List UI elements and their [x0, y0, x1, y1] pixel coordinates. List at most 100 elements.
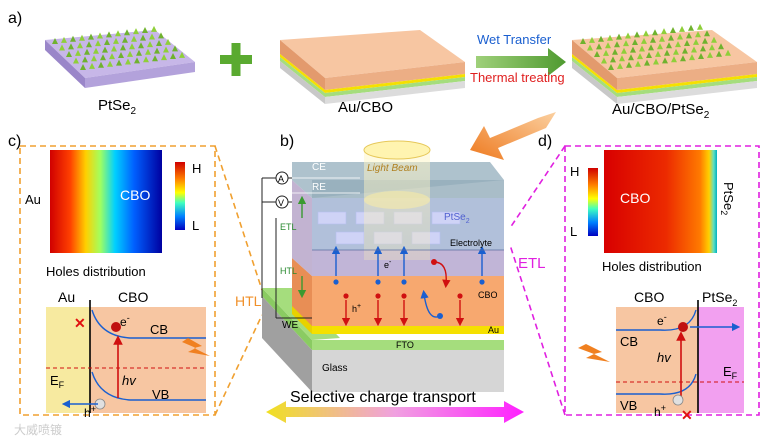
panel-label-a: a)	[8, 10, 22, 27]
ptse2-flake	[657, 43, 663, 50]
ptse2-flake	[644, 59, 650, 66]
ptse2-flake	[104, 39, 110, 45]
ptse2-flake	[610, 56, 616, 63]
ptse2-flake	[100, 54, 106, 61]
ptse2-crystals	[52, 25, 185, 70]
etl-inner-label: ETL	[280, 222, 297, 232]
band-d-hv: hv	[657, 350, 672, 365]
ptse2-flake	[711, 36, 717, 43]
ptse2-flake	[616, 33, 622, 40]
ptse2-flake	[707, 51, 713, 58]
ptse2-flake	[617, 62, 623, 69]
ptse2-flake	[643, 30, 649, 37]
holes-title-d: Holes distribution	[602, 259, 702, 274]
thermal-treating-label: Thermal treating	[470, 70, 565, 85]
ptse2-flake	[679, 25, 685, 32]
holes-title-c: Holes distribution	[46, 264, 146, 279]
ptse2-flake	[73, 57, 79, 64]
panel-c-connector-bottom	[214, 314, 263, 416]
electron-label: e-	[384, 259, 392, 270]
ptse2-flake	[136, 49, 142, 56]
ptse2-flake	[86, 41, 92, 48]
panel-c-frame	[19, 145, 216, 416]
band-c-cbo: CBO	[118, 289, 148, 305]
plus-icon	[220, 43, 252, 76]
ptse2-flake	[116, 59, 122, 66]
ptse2-flake	[646, 52, 652, 58]
colorbar-c	[175, 162, 185, 230]
big-orange-arrow	[470, 112, 556, 160]
band-d-hole: h+	[654, 403, 666, 419]
ptse2-flake	[653, 58, 659, 65]
band-c-hv: hv	[122, 373, 137, 388]
ptse2-flake	[686, 32, 692, 39]
ptse2-flake	[179, 51, 185, 58]
ptse2-flake	[605, 42, 611, 49]
ptse2-flake	[140, 34, 146, 41]
ptse2-flake	[648, 44, 654, 51]
ptse2-flake	[170, 53, 176, 59]
ptse2-flake	[607, 34, 613, 41]
map-c-cbo-label: CBO	[120, 187, 150, 203]
ptse2-flake	[163, 46, 169, 53]
ptse2-crystals-on-cbo	[580, 23, 731, 70]
map-d-ptse-label: PtSe2	[719, 182, 736, 215]
panel-label-d: d)	[538, 133, 552, 150]
ptse2-flake	[639, 45, 645, 52]
ptse2-flake	[603, 49, 609, 56]
colorbar-c-h: H	[192, 161, 201, 176]
ptse2-flake	[91, 55, 97, 62]
ptse2-flake	[84, 48, 90, 55]
ptse2-flake	[695, 31, 701, 38]
ptse2-flake	[671, 56, 677, 63]
ptse2-flake	[59, 44, 65, 51]
sample-ptse2	[45, 25, 195, 88]
ptse2-flake	[77, 42, 83, 49]
colorbar-d	[588, 168, 598, 236]
ptse2-flake	[659, 35, 665, 42]
ptse2-flake	[138, 42, 144, 49]
ptse2-flake	[693, 38, 699, 45]
ptse2-flake	[677, 33, 683, 40]
ptse2-flake	[625, 32, 631, 39]
ptse2-flake	[700, 45, 706, 52]
ptse2-flake	[82, 56, 88, 63]
ptse2-flake	[680, 55, 686, 62]
ptse2-flake	[93, 47, 99, 54]
ptse2-flake	[97, 32, 103, 39]
ptse2-flake	[120, 44, 126, 51]
glass-label: Glass	[322, 363, 348, 374]
sample-au-cbo-label: Au/CBO	[338, 99, 393, 116]
ptse2-flake	[632, 39, 638, 45]
ptse2-flake	[124, 29, 130, 36]
ptse2-flake	[165, 38, 171, 45]
ptse2-flake	[596, 43, 602, 50]
etl-outer-label: ETL	[518, 255, 546, 272]
watermark: 大威喷镀	[14, 423, 62, 437]
ptse2-flake	[725, 49, 731, 56]
panel-c-connector-top	[214, 145, 263, 291]
meter-v-label: V	[278, 198, 284, 208]
ptse2-flake	[587, 44, 593, 51]
ptse2-flake	[635, 60, 641, 67]
ptse2-flake	[666, 42, 672, 49]
meter-a-label: A	[278, 174, 284, 184]
fto-label: FTO	[396, 340, 414, 350]
ptse2-flake	[598, 35, 604, 42]
ptse2-flake	[98, 61, 104, 68]
re-label: RE	[312, 182, 326, 193]
ce-label: CE	[312, 162, 326, 173]
ptse2-flake	[619, 55, 625, 62]
sample-ptse2-label: PtSe2	[98, 97, 137, 117]
ptse2-flake	[79, 34, 85, 41]
ptse2-flake	[127, 50, 133, 57]
ptse2-flake	[704, 30, 710, 37]
sample-au-cbo-ptse2	[572, 23, 757, 104]
map-d-cbo-label: CBO	[620, 190, 650, 206]
ptse2-flake	[161, 54, 167, 61]
ptse2-flake	[106, 31, 112, 38]
ptse2-flake	[709, 44, 715, 51]
ptse2-flake	[134, 57, 140, 64]
ptse2-flake	[107, 60, 113, 67]
